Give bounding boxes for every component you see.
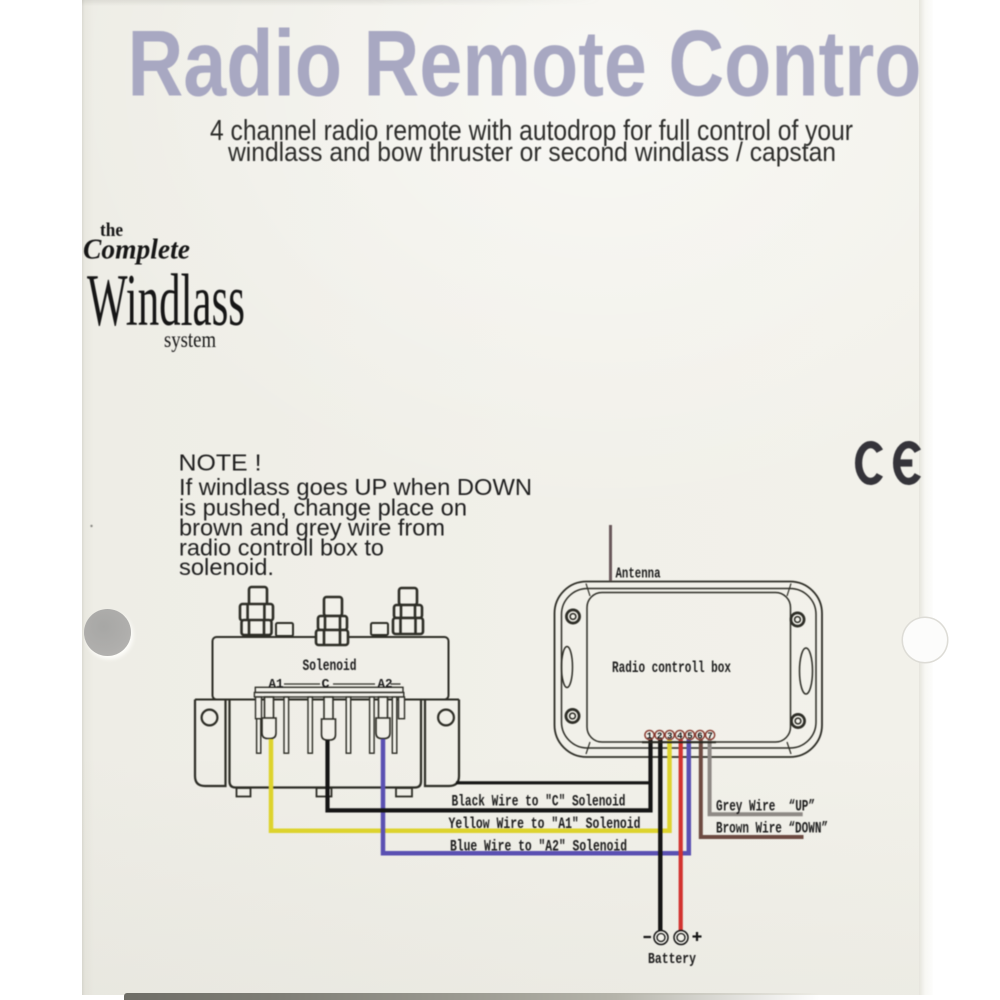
svg-text:Yellow Wire to "A1" Solenoid: Yellow Wire to "A1" Solenoid	[449, 815, 641, 833]
svg-text:7: 7	[707, 731, 712, 741]
svg-text:Antenna: Antenna	[616, 566, 661, 583]
svg-text:solenoid.: solenoid.	[179, 554, 274, 580]
svg-text:Battery: Battery	[648, 951, 696, 968]
svg-text:the: the	[100, 220, 123, 241]
svg-text:system: system	[164, 327, 216, 352]
svg-text:Brown Wire “DOWN”: Brown Wire “DOWN”	[716, 820, 828, 838]
svg-text:4 channel radio remote with au: 4 channel radio remote with autodrop for…	[210, 115, 853, 147]
svg-text:Complete: Complete	[83, 234, 190, 266]
svg-text:2: 2	[657, 731, 662, 741]
svg-text:Solenoid: Solenoid	[303, 657, 357, 675]
svg-text:6: 6	[697, 731, 702, 741]
svg-text:3: 3	[667, 731, 672, 741]
svg-text:Radio Remote Contro: Radio Remote Contro	[128, 10, 922, 115]
svg-text:5: 5	[687, 731, 692, 741]
svg-text:Blue Wire to "A2" Solenoid: Blue Wire to "A2" Solenoid	[450, 838, 627, 856]
svg-text:is pushed, change place on: is pushed, change place on	[179, 495, 467, 521]
svg-text:A2: A2	[378, 676, 393, 691]
svg-text:Radio controll box: Radio controll box	[612, 659, 731, 677]
svg-text:radio controll box to: radio controll box to	[179, 535, 384, 561]
svg-text:A1: A1	[269, 676, 284, 691]
svg-text:Grey Wire “UP”: Grey Wire “UP”	[716, 798, 815, 816]
svg-text:Windlass: Windlass	[87, 260, 245, 342]
svg-text:4: 4	[677, 731, 683, 741]
svg-text:brown and grey wire from: brown and grey wire from	[179, 515, 445, 541]
svg-text:C: C	[322, 676, 330, 691]
svg-text:windlass and bow thruster or s: windlass and bow thruster or second wind…	[227, 137, 836, 167]
svg-text:Black Wire to "C" Solenoid: Black Wire to "C" Solenoid	[452, 793, 626, 811]
svg-text:If windlass goes UP when DOWN: If windlass goes UP when DOWN	[179, 474, 532, 500]
svg-text:1: 1	[647, 731, 653, 741]
svg-text:NOTE !: NOTE !	[179, 450, 262, 476]
